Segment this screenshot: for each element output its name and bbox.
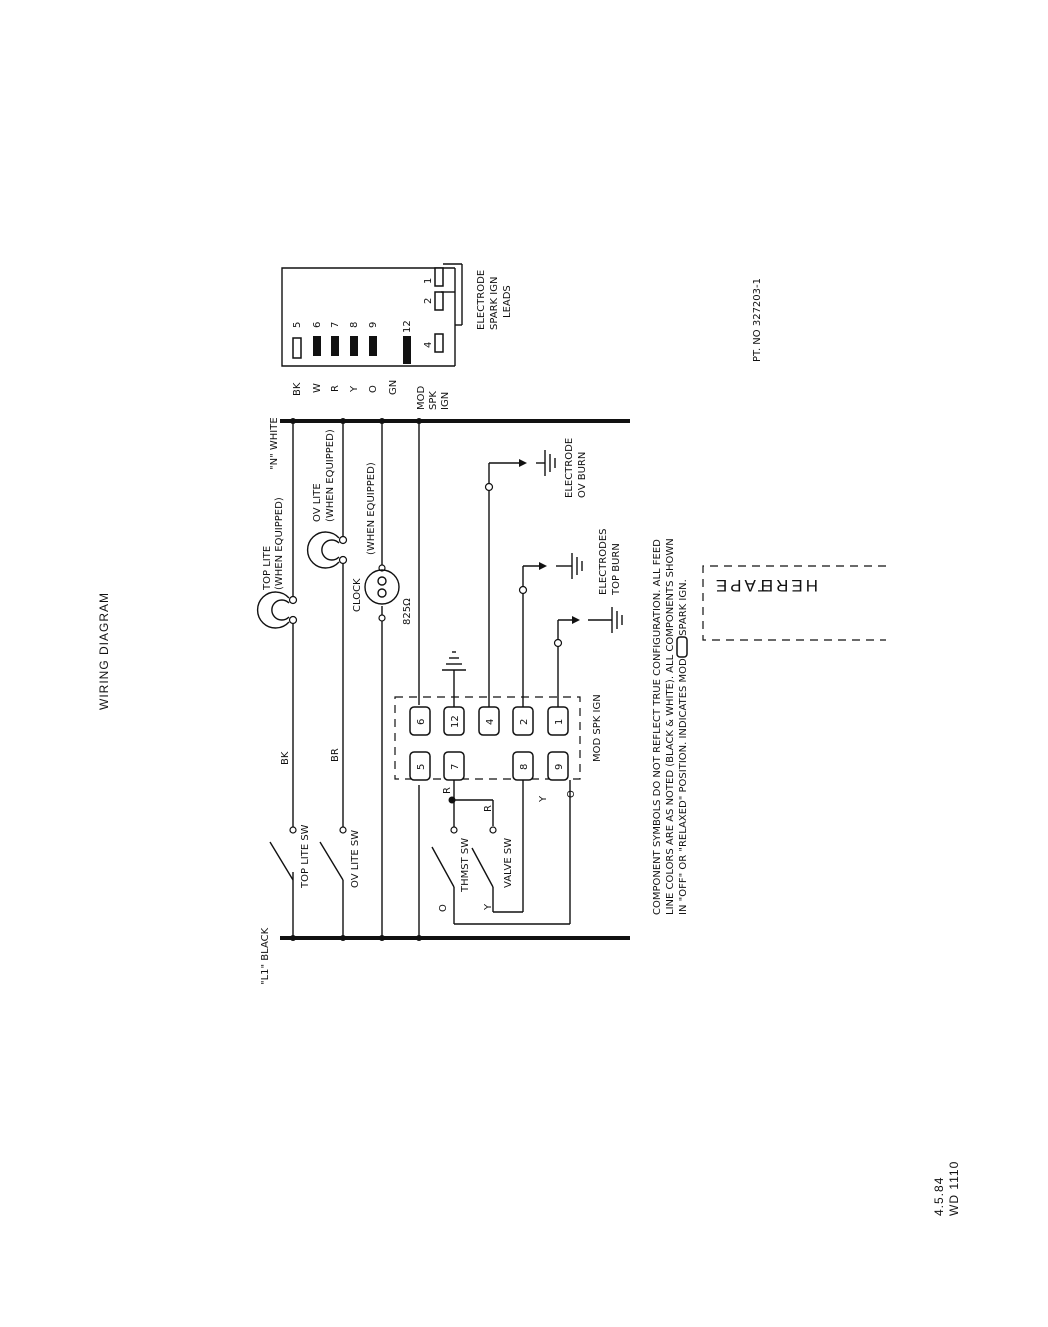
conn-mod-label-1: MOD <box>416 386 427 410</box>
ov-lite-when-equipped: (WHEN EQUIPPED) <box>325 429 336 522</box>
valve-sw-label: VALVE SW <box>503 838 514 888</box>
neutral-bus-label: "N" WHITE <box>269 417 280 470</box>
clock-branch <box>364 418 400 941</box>
diagram-title: WIRING DIAGRAM <box>97 592 111 710</box>
footer-code: WD 1110 <box>947 1161 961 1216</box>
ov-burn-electrode <box>484 450 556 707</box>
ov-lite-bulb-icon <box>306 531 340 569</box>
wire-br-label: BR <box>330 748 341 762</box>
note-line-2: LINE COLORS ARE AS NOTED (BLACK & WHITE)… <box>665 538 676 915</box>
wire-o-label-1: O <box>438 904 449 912</box>
electrodes-top-burn-label-2: TOP BURN <box>611 543 622 596</box>
module-terminal-8: 8 <box>519 764 530 770</box>
thmst-sw-label: THMST SW <box>460 838 471 893</box>
electrode-ov-burn-label-1: ELECTRODE <box>564 438 575 498</box>
conn-terminal-6: 6 <box>312 322 323 328</box>
conn-terminal-8: 8 <box>349 322 360 328</box>
wire-o-label-2: O <box>566 790 577 798</box>
l1-bus-label: "L1" BLACK <box>260 927 271 985</box>
module-terminal-9: 9 <box>554 764 565 770</box>
note-line-1: COMPONENT SYMBOLS DO NOT REFLECT TRUE CO… <box>652 539 663 915</box>
top-lite-branch <box>256 418 298 941</box>
conn-wire-gn: GN <box>388 380 399 395</box>
top-lite-label: TOP LITE <box>262 546 273 591</box>
wire-bk-label: BK <box>280 751 291 765</box>
ov-lite-branch <box>306 418 348 941</box>
conn-terminal-9: 9 <box>368 322 379 328</box>
terminal-1-electrode <box>553 607 623 707</box>
electrode-ov-burn-label-2: OV BURN <box>577 452 588 498</box>
conn-terminal-2: 2 <box>423 298 434 304</box>
top-lite-when-equipped: (WHEN EQUIPPED) <box>274 497 285 590</box>
tape-here-text-2: HERE <box>759 576 818 595</box>
module-terminal-5: 5 <box>416 764 427 770</box>
ov-lite-switch-icon <box>319 841 344 881</box>
electrode-leads-label-3: LEADS <box>502 285 513 318</box>
top-lite-switch-icon <box>269 841 294 881</box>
conn-wire-w: W <box>312 383 323 393</box>
connector-block <box>281 263 463 367</box>
tape-here-text-1: TAPE <box>713 576 768 595</box>
module-terminal-1: 1 <box>554 719 565 725</box>
conn-terminal-7: 7 <box>330 322 341 328</box>
conn-wire-r: R <box>330 385 341 392</box>
tape-here-box <box>702 565 886 641</box>
conn-mod-label-2: SPK <box>428 391 439 410</box>
electrode-leads-label-1: ELECTRODE <box>476 270 487 330</box>
part-number: PT. NO 327203-1 <box>752 278 763 362</box>
valve-switch-icon <box>471 847 494 888</box>
conn-terminal-5: 5 <box>292 322 303 328</box>
footer-date: 4.5.84 <box>932 1177 946 1216</box>
conn-terminal-1: 1 <box>423 278 434 284</box>
top-lite-bulb-icon <box>256 591 290 629</box>
wire-r-label-2: R <box>483 805 494 812</box>
module-terminal-2: 2 <box>519 719 530 725</box>
clock-label: CLOCK <box>352 578 363 612</box>
module-terminal-7: 7 <box>450 764 461 770</box>
wire-r-label-1: R <box>442 787 453 794</box>
spark-ignition-module <box>394 696 581 780</box>
module-spark-symbol-icon <box>676 636 688 658</box>
conn-terminal-4: 4 <box>423 342 434 348</box>
conn-mod-label-3: IGN <box>440 392 451 410</box>
thermostat-valve-switches <box>431 780 571 925</box>
electrodes-top-burn-label-1: ELECTRODES <box>598 529 609 595</box>
top-lite-sw-label: TOP LITE SW <box>300 824 311 889</box>
wire-y-label-2: Y <box>538 795 549 803</box>
mod-spk-ign-label: MOD SPK IGN <box>592 694 603 762</box>
electrode-leads-label-2: SPARK IGN <box>489 277 500 330</box>
note-line-3: IN "OFF" OR "RELAXED" POSITION. INDICATE… <box>678 579 689 915</box>
module-terminal-12: 12 <box>450 715 461 728</box>
conn-wire-bk: BK <box>292 382 303 396</box>
module-terminals <box>409 706 569 781</box>
ground-12-icon <box>442 651 466 707</box>
conn-wire-o: O <box>368 385 379 393</box>
ov-lite-sw-label: OV LITE SW <box>350 830 361 888</box>
conn-wire-y: Y <box>349 385 360 393</box>
module-terminal-6: 6 <box>416 719 427 725</box>
conn-terminal-12: 12 <box>402 320 413 333</box>
thmst-switch-icon <box>431 846 455 888</box>
module-terminal-4: 4 <box>485 719 496 725</box>
clock-when-equipped: (WHEN EQUIPPED) <box>366 462 377 555</box>
resistor-label: 825Ω <box>402 598 413 625</box>
ov-lite-label: OV LITE <box>312 483 323 522</box>
wire-y-label-1: Y <box>483 903 494 911</box>
top-burn-electrodes <box>518 553 583 707</box>
clock-icon <box>364 569 400 605</box>
